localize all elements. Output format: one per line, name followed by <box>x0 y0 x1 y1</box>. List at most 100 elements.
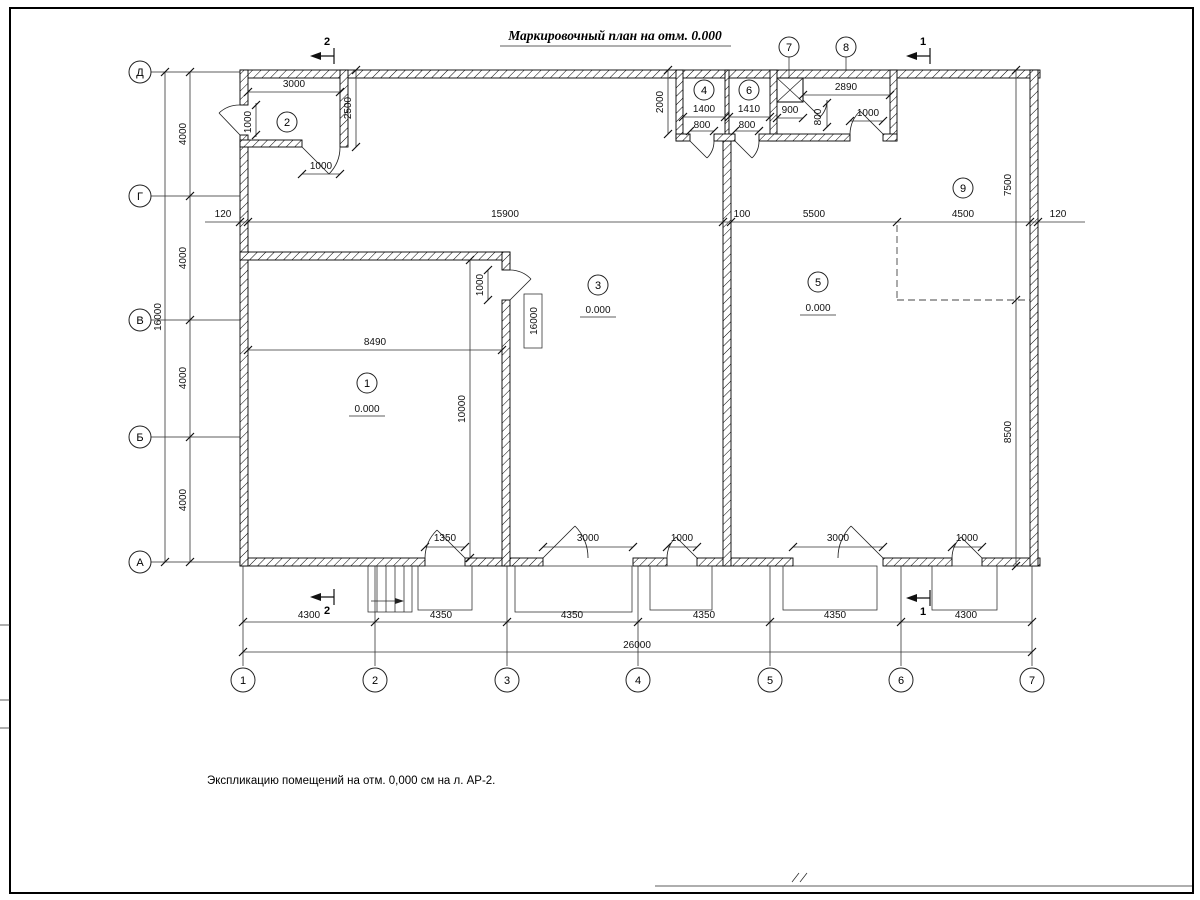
dim-label: 100 <box>734 209 751 220</box>
section-number: 2 <box>324 36 330 48</box>
axis-circle <box>888 667 914 693</box>
room1-wall-right-seg <box>501 251 511 271</box>
dim-label: 16000 <box>153 303 164 331</box>
shaft-label-box <box>523 293 543 349</box>
dim-label: 4000 <box>178 488 189 511</box>
dim-label: 4000 <box>178 122 189 145</box>
dim-label: 800 <box>739 120 756 131</box>
room1-wall-right-seg <box>501 299 511 567</box>
porch <box>931 565 998 611</box>
dim-label: 1000 <box>857 108 880 119</box>
partition-horiz-seg <box>713 133 736 142</box>
section-marks: 2 1 2 1 <box>310 36 931 618</box>
wall-bottom-seg <box>632 557 668 567</box>
axis-label: 4 <box>635 675 641 687</box>
axis-label: 7 <box>1029 675 1035 687</box>
elevation-mark: 0.000 <box>354 404 379 415</box>
room-number-circle <box>693 79 715 101</box>
dim-label: 1000 <box>475 273 486 296</box>
dim-label: 1410 <box>738 104 761 115</box>
room-number: 9 <box>960 183 966 195</box>
dim-label: 900 <box>782 105 799 116</box>
room-number-circle <box>738 79 760 101</box>
axis-label: 5 <box>767 675 773 687</box>
axis-circle <box>230 667 256 693</box>
sheet-note: Экспликацию помещений на отм. 0,000 см н… <box>207 775 495 787</box>
door-arcs <box>218 99 962 559</box>
wall-bottom-seg <box>696 557 794 567</box>
dim-label: 3000 <box>827 533 850 544</box>
axis-lines <box>151 71 1033 666</box>
axis-label: В <box>136 315 143 327</box>
axis-circle <box>362 667 388 693</box>
room-number-circle <box>587 274 609 296</box>
section-arrow <box>310 593 321 601</box>
room-number-circle <box>952 177 974 199</box>
axis-label: 1 <box>240 675 246 687</box>
axis-markers-bottom: 1 2 3 4 5 6 7 <box>230 667 1045 693</box>
dim-label: 4300 <box>955 610 978 621</box>
room-number-circle <box>356 372 378 394</box>
porch <box>649 565 713 611</box>
steps-outline <box>367 565 413 613</box>
wall-bottom-seg <box>981 557 1041 567</box>
axis-label: 2 <box>372 675 378 687</box>
dim-label: 3000 <box>283 79 306 90</box>
dimension-labels: 4000 4000 4000 4000 16000 4300 4350 4350… <box>153 79 1067 651</box>
elevation-mark: 0.000 <box>805 303 830 314</box>
axis-circle <box>625 667 651 693</box>
axis-circle <box>494 667 520 693</box>
section-arrow <box>906 52 917 60</box>
room-number: 1 <box>364 378 370 390</box>
wall-central <box>722 140 732 567</box>
porches <box>417 565 998 613</box>
room-number: 5 <box>815 277 821 289</box>
entrance-steps <box>367 565 413 613</box>
dim-label: 2000 <box>655 90 666 113</box>
wall-left-seg <box>239 69 249 106</box>
axis-label: Б <box>136 432 143 444</box>
elevation-mark: 0.000 <box>585 305 610 316</box>
dim-label: 8500 <box>1003 420 1014 443</box>
dim-label: 1000 <box>310 161 333 172</box>
porch <box>514 565 633 613</box>
dim-label: 4350 <box>430 610 453 621</box>
dashed-partition <box>896 225 1030 301</box>
porch <box>782 565 878 611</box>
dimension-ticks <box>160 65 1043 657</box>
axis-label: 6 <box>898 675 904 687</box>
axis-circle <box>757 667 783 693</box>
wall-right <box>1029 69 1039 567</box>
dim-label: 1000 <box>956 533 979 544</box>
dim-label: 5500 <box>803 209 826 220</box>
shaft-cross <box>776 77 804 103</box>
axis-circle <box>1019 667 1045 693</box>
dim-label: 10000 <box>457 395 468 423</box>
axis-circle <box>128 184 152 208</box>
dim-label: 1350 <box>434 533 457 544</box>
room-number: 6 <box>746 85 752 97</box>
axis-label: Д <box>136 67 144 79</box>
partition-a <box>675 69 684 142</box>
partition-b <box>769 69 778 142</box>
room-number: 7 <box>786 42 792 54</box>
steps-treads <box>376 566 405 612</box>
room2-wall-vert <box>339 69 349 148</box>
dim-label: 4000 <box>178 366 189 389</box>
wall-bottom-seg <box>239 557 426 567</box>
dim-label: 7500 <box>1003 173 1014 196</box>
room-number: 2 <box>284 117 290 129</box>
partition-r4-r6 <box>724 69 730 142</box>
dim-label: 4300 <box>298 610 321 621</box>
room-number-circle <box>276 111 298 133</box>
door-leaves <box>218 99 983 559</box>
room-number: 3 <box>595 280 601 292</box>
dim-label: 120 <box>215 209 232 220</box>
title-block-line <box>655 872 1192 887</box>
dim-label: 8490 <box>364 337 387 348</box>
steps-arrow-head <box>395 598 404 604</box>
axis-label: 3 <box>504 675 510 687</box>
room-number-circle <box>807 271 829 293</box>
room-number: 8 <box>843 42 849 54</box>
